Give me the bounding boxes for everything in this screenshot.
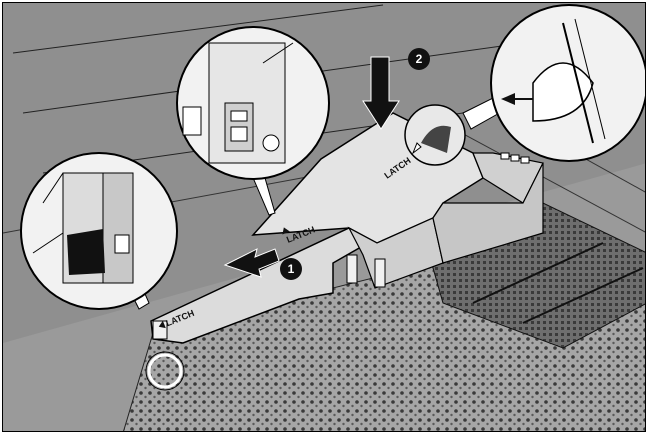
svg-text:1: 1: [288, 262, 295, 276]
step-badge-1: 1: [280, 258, 302, 280]
arrow-left-icon: [223, 248, 280, 278]
latch-tab-icon: [500, 152, 530, 164]
svg-text:2: 2: [416, 52, 423, 66]
installation-diagram: LATCH LATCH LATCH 1 2: [3, 3, 645, 431]
step-badge-2: 2: [408, 48, 430, 70]
callout-magnifier-icon: [20, 152, 178, 310]
arrow-down-icon: [362, 56, 400, 130]
callout-magnifier-top: [176, 26, 330, 216]
riser-cage: [150, 112, 544, 344]
callout-magnifier-right: [490, 4, 645, 162]
latch-detail-marker: [404, 104, 466, 166]
diagram-frame: LATCH LATCH LATCH 1 2: [2, 2, 646, 432]
highlight-ring: [147, 353, 183, 389]
